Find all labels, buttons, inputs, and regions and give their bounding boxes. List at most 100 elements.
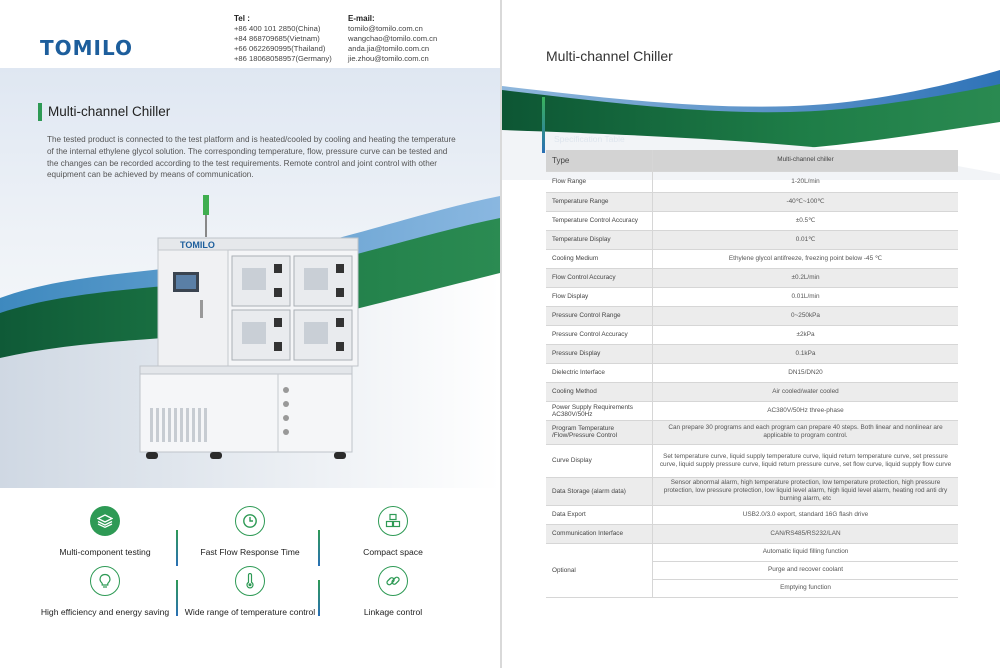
feature-divider: [318, 530, 320, 566]
spec-value: ±0.2L/min: [652, 268, 958, 288]
spec-key: Power Supply Requirements AC380V/50Hz: [546, 401, 653, 421]
spec-key: Optional: [546, 543, 653, 598]
spec-value: Multi-channel chiller: [652, 150, 958, 172]
spec-value: Air cooled/water cooled: [652, 382, 958, 402]
tel-vietnam: +84 868709685(Vietnam): [234, 34, 320, 43]
feature-fast-flow: Fast Flow Response Time: [175, 506, 325, 557]
spec-row-optional: Emptying function: [546, 579, 958, 598]
contact-phone: Tel : +86 400 101 2850(China) +84 868709…: [234, 14, 332, 64]
spec-key: Pressure Control Accuracy: [546, 325, 653, 345]
feature-linkage: Linkage control: [318, 566, 468, 617]
feature-energy-saving: High efficiency and energy saving: [30, 566, 180, 617]
spec-row: Flow Control Accuracy±0.2L/min: [546, 268, 958, 288]
spec-key: Pressure Control Range: [546, 306, 653, 326]
tel-thailand: +66 0622690995(Thailand): [234, 44, 326, 53]
spec-key: Cooling Method: [546, 382, 653, 402]
spec-value: Can prepare 30 programs and each program…: [652, 420, 958, 445]
cubes-icon: [378, 506, 408, 536]
spec-key: Flow Display: [546, 287, 653, 307]
feature-compact: Compact space: [318, 506, 468, 557]
spec-value: DN15/DN20: [652, 363, 958, 383]
spec-row: Pressure Control Accuracy±2kPa: [546, 325, 958, 345]
feature-divider: [176, 530, 178, 566]
spec-key: Flow Control Accuracy: [546, 268, 653, 288]
spec-key: Curve Display: [546, 444, 653, 478]
link-icon: [378, 566, 408, 596]
brand-logo: TOMILO: [40, 36, 134, 60]
contact-email: E-mail: tomilo@tomilo.com.cn wangchao@to…: [348, 14, 437, 64]
title-accent-bar: [38, 103, 42, 121]
feature-multi-component: Multi-component testing: [30, 506, 180, 557]
spec-key: Pressure Display: [546, 344, 653, 364]
email-label: E-mail:: [348, 14, 375, 23]
lightbulb-icon: [90, 566, 120, 596]
spec-value: 0.01L/min: [652, 287, 958, 307]
feature-label: High efficiency and energy saving: [40, 607, 170, 617]
spec-value: 0.1kPa: [652, 344, 958, 364]
spec-key: Flow Range: [546, 171, 653, 193]
spec-key: Data Storage (alarm data): [546, 477, 653, 506]
email-2: wangchao@tomilo.com.cn: [348, 34, 438, 43]
spec-value: -40℃~100℃: [652, 192, 958, 212]
spec-value: 0.01℃: [652, 230, 958, 250]
spec-key: Data Export: [546, 505, 653, 525]
spec-row: Data Storage (alarm data)Sensor abnormal…: [546, 477, 958, 506]
left-page: TOMILO Tel : +86 400 101 2850(China) +84…: [0, 14, 500, 617]
spec-value: Sensor abnormal alarm, high temperature …: [652, 477, 958, 506]
left-page-title: Multi-channel Chiller: [48, 104, 171, 119]
spec-key: Type: [546, 150, 653, 172]
spec-key: Temperature Range: [546, 192, 653, 212]
chiller-machine-image: TOMILO: [139, 195, 359, 459]
feature-label: Compact space: [363, 547, 423, 557]
email-4: jie.zhou@tomilo.com.cn: [348, 54, 429, 63]
spec-key: Dielectric Interface: [546, 363, 653, 383]
feature-label: Linkage control: [363, 607, 423, 617]
spec-value: ±2kPa: [652, 325, 958, 345]
spec-row: Temperature Control Accuracy±0.5℃: [546, 211, 958, 231]
spec-table-title: Specification Table: [554, 134, 625, 144]
thermometer-icon: [235, 566, 265, 596]
spec-value: USB2.0/3.0 export, standard 16G flash dr…: [652, 505, 958, 525]
spec-value: Ethylene glycol antifreeze, freezing poi…: [652, 249, 958, 269]
page-gutter: [500, 0, 502, 668]
email-1: tomilo@tomilo.com.cn: [348, 24, 423, 33]
spec-value: CAN/RS485/RS232/LAN: [652, 524, 958, 544]
tel-china: +86 400 101 2850(China): [234, 24, 321, 33]
right-page: Multi-channel Chiller Specification Tabl…: [502, 0, 1000, 668]
spec-value: Set temperature curve, liquid supply tem…: [652, 444, 958, 478]
feature-label: Fast Flow Response Time: [200, 547, 300, 557]
spec-row: Temperature Range-40℃~100℃: [546, 192, 958, 212]
spec-value: AC380V/50Hz three-phase: [652, 401, 958, 421]
spec-row-optional: Purge and recover coolant: [546, 561, 958, 580]
clock-icon: [235, 506, 265, 536]
spec-row: Program Temperature /Flow/Pressure Contr…: [546, 420, 958, 445]
spec-value: 1-20L/min: [652, 171, 958, 193]
email-3: anda.jia@tomilo.com.cn: [348, 44, 430, 53]
feature-divider: [176, 580, 178, 616]
spec-value: 0~250kPa: [652, 306, 958, 326]
tel-label: Tel :: [234, 14, 250, 23]
spec-value: ±0.5℃: [652, 211, 958, 231]
spec-accent-bar: [542, 97, 545, 153]
spec-value: Automatic liquid filling function: [652, 543, 958, 562]
tel-germany: +86 18068058957(Germany): [234, 54, 332, 63]
spec-key: Communication Interface: [546, 524, 653, 544]
spec-value: Emptying function: [652, 579, 958, 598]
feature-label: Wide range of temperature control: [184, 607, 316, 617]
machine-brand-label: TOMILO: [180, 240, 215, 250]
